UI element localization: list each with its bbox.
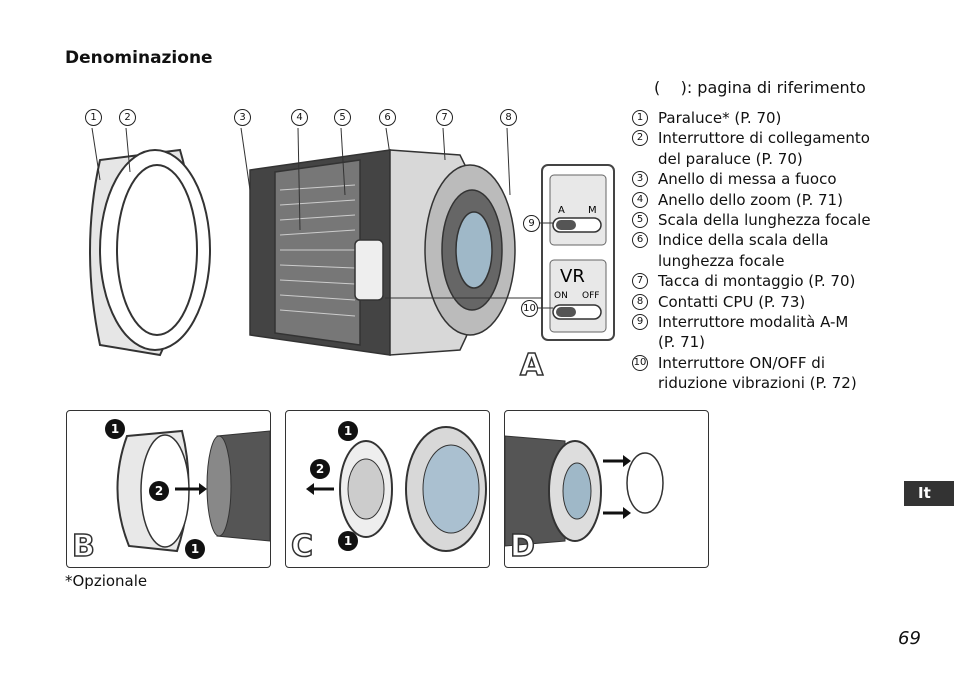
legend-item: 4 Anello dello zoom (P. 71) — [632, 190, 912, 210]
legend-item: 9 Interruttore modalità A-M (P. 71) — [632, 312, 912, 353]
step-marker: 1 — [338, 421, 358, 441]
legend-text: Anello dello zoom (P. 71) — [658, 190, 843, 209]
legend-text: Indice della scala della lunghezza focal… — [658, 231, 829, 270]
legend-item: 2 Interruttore di collegamento del paralu… — [632, 128, 912, 169]
figure-letter-a: A — [519, 347, 544, 384]
legend-text: Interruttore ON/OFF di riduzione vibrazi… — [658, 353, 857, 393]
inset-label-m: M — [588, 205, 597, 216]
legend-number: 9 — [632, 314, 648, 331]
panel-d-rear-cap: D — [504, 410, 709, 568]
step-marker: 2 — [310, 459, 330, 479]
lens-hood — [89, 148, 211, 357]
legend-item: 8 Contatti CPU (P. 73) — [632, 292, 912, 312]
callout-5: 5 — [334, 109, 351, 126]
legend-number: 5 — [632, 212, 648, 229]
callout-3: 3 — [234, 109, 251, 126]
callout-7: 7 — [436, 109, 453, 126]
panel-letter-c: C — [290, 528, 314, 565]
legend-text: Anello di messa a fuoco — [658, 170, 837, 189]
legend-item: 5 Scala della lunghezza focale — [632, 210, 912, 230]
lens-cap-illustration — [306, 426, 487, 552]
callout-1: 1 — [85, 109, 102, 126]
callout-6: 6 — [379, 109, 396, 126]
inset-label-off: OFF — [582, 291, 599, 301]
inset-label-vr: VR — [560, 266, 585, 287]
legend-number: 4 — [632, 191, 648, 208]
section-title: Denominazione — [65, 48, 213, 68]
inset-label-on: ON — [554, 291, 568, 301]
legend-text: Scala della lunghezza focale — [658, 211, 871, 230]
language-tab[interactable]: It — [904, 481, 954, 506]
legend-text: Paraluce* (P. 70) — [658, 109, 782, 127]
legend-item: 7 Tacca di montaggio (P. 70) — [632, 271, 912, 291]
callout-2: 2 — [119, 109, 136, 126]
step-marker: 1 — [105, 419, 125, 439]
footnote: *Opzionale — [65, 572, 148, 590]
legend-item: 6 Indice della scala della lunghezza foca… — [632, 230, 912, 271]
page-number: 69 — [898, 628, 921, 649]
legend-text: Tacca di montaggio (P. 70) — [658, 272, 856, 291]
inset-label-a: A — [558, 205, 565, 216]
legend-item: 10 Interruttore ON/OFF di riduzione vibra… — [632, 353, 912, 394]
panel-c-lens-cap: 1 2 1 C — [285, 410, 490, 568]
step-marker: 2 — [149, 481, 169, 501]
lens-illustration: A M VR ON OFF — [89, 127, 615, 357]
legend-item: 3 Anello di messa a fuoco — [632, 169, 912, 189]
legend-text: Interruttore modalità A-M (P. 71) — [658, 313, 849, 352]
lens-barrel — [249, 149, 516, 356]
rear-cap-illustration — [505, 435, 664, 547]
legend-text: Interruttore di collegamento del paraluc… — [658, 129, 870, 168]
lens-diagram: A M VR ON OFF — [60, 100, 620, 400]
legend-number: 6 — [632, 232, 648, 249]
step-marker: 1 — [338, 531, 358, 551]
legend-number: 2 — [632, 130, 648, 147]
panel-letter-d: D — [509, 528, 535, 565]
legend-number: 7 — [632, 273, 648, 290]
legend-number: 3 — [632, 171, 648, 188]
step-marker: 1 — [185, 539, 205, 559]
legend-number: 10 — [632, 354, 648, 371]
callout-8: 8 — [500, 109, 517, 126]
callout-9: 9 — [523, 215, 540, 232]
legend-text: Contatti CPU (P. 73) — [658, 292, 806, 311]
legend-item: 1 Paraluce* (P. 70) — [632, 108, 912, 128]
callout-4: 4 — [291, 109, 308, 126]
legend-number: 1 — [632, 110, 648, 126]
reference-note: ( ): pagina di riferimento — [654, 78, 866, 97]
parts-legend: 1 Paraluce* (P. 70) 2 Interruttore di coll… — [632, 108, 912, 394]
panel-letter-b: B — [71, 528, 95, 565]
callout-10: 10 — [521, 300, 538, 317]
legend-number: 8 — [632, 293, 648, 310]
panel-b-hood-attach: 1 2 1 B — [66, 410, 271, 568]
